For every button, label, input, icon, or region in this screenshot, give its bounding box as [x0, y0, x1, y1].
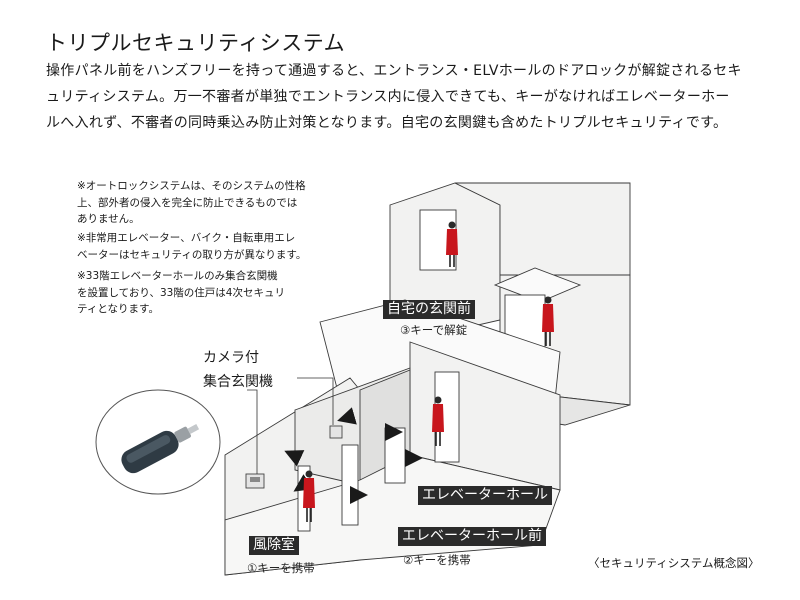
- elevator-hall-front-sub: ②キーを携帯: [403, 553, 471, 567]
- intercom-panel-icon: [245, 425, 343, 489]
- note-3: ※33階エレベーターホールのみ集合玄関機を設置しており、33階の住戸は4次セキュ…: [77, 270, 285, 315]
- arrow-icon: [284, 407, 423, 504]
- vestibule-sub: ①キーを携帯: [247, 561, 315, 575]
- camera-intercom-label: カメラ付集合玄関機: [203, 350, 273, 390]
- description-line-1: 操作パネル前をハンズフリーを持って通過すると、エントランス・ELVホールのドアロ…: [46, 63, 742, 79]
- page-title: トリプルセキュリティシステム: [46, 31, 346, 55]
- vestibule-label: 風除室: [249, 536, 299, 555]
- key-fob-icon: [95, 389, 221, 495]
- note-1: ※オートロックシステムは、そのシステムの性格上、部外者の侵入を完全に防止できるも…: [77, 180, 306, 225]
- description-line-2: ュリティシステム。万一不審者が単独でエントランス内に侵入できても、キーがなければ…: [46, 89, 730, 105]
- person-icon: [303, 221, 554, 522]
- elevator-hall-front-label: エレベーターホール前: [398, 527, 546, 546]
- camera-callout-lines: [247, 377, 334, 474]
- diagram-caption: 〈セキュリティシステム概念図〉: [588, 556, 760, 570]
- note-2: ※非常用エレベーター、バイク・自転車用エレベーターはセキュリティの取り方が異なり…: [77, 232, 307, 261]
- description-line-3: ルへ入れず、不審者の同時乗込み防止対策となります。自宅の玄関鍵も含めたトリプルセ…: [46, 115, 728, 131]
- home-entrance-label: 自宅の玄関前: [383, 300, 475, 319]
- home-entrance-sub: ③キーで解錠: [400, 323, 468, 337]
- elevator-hall-label: エレベーターホール: [418, 486, 552, 505]
